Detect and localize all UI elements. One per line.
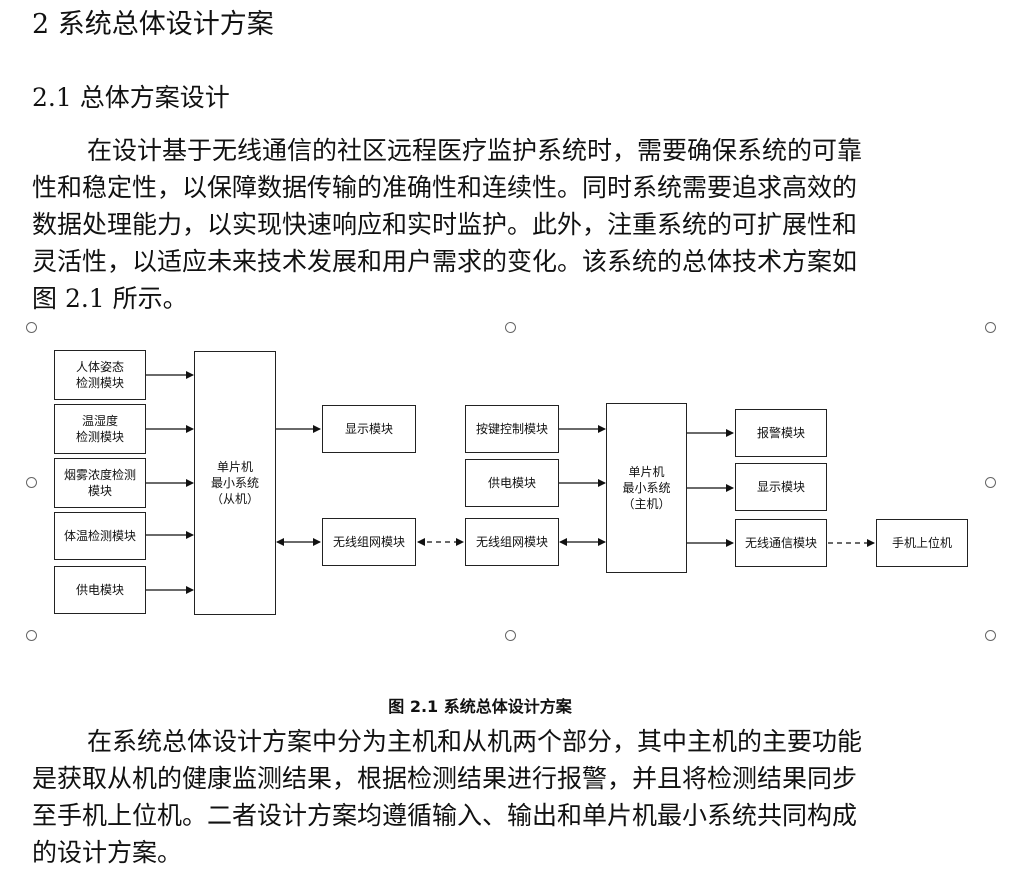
module-label: 供电模块 <box>75 583 124 597</box>
alarm-module: 报警模块 <box>735 409 827 457</box>
paragraph-line: 在系统总体设计方案中分为主机和从机两个部分，其中主机的主要功能 <box>87 727 863 756</box>
phone-host-module: 手机上位机 <box>876 519 968 567</box>
intro-paragraph: 在设计基于无线通信的社区远程医疗监护系统时，需要确保系统的可靠 性和稳定性，以保… <box>32 132 932 317</box>
resize-handle[interactable] <box>505 630 516 641</box>
posture-detection-module: 人体姿态检测模块 <box>54 350 146 400</box>
slave-wireless-module: 无线组网模块 <box>322 518 416 566</box>
module-label: 检测模块 <box>75 430 124 444</box>
subsection-heading: 2.1 总体方案设计 <box>32 83 230 112</box>
paragraph-line: 灵活性，以适应未来技术发展和用户需求的变化。该系统的总体技术方案如 <box>32 247 858 276</box>
module-label: 人体姿态 <box>75 360 124 374</box>
module-label: 检测模块 <box>75 376 124 390</box>
module-label: 手机上位机 <box>891 536 952 550</box>
module-label: 报警模块 <box>756 426 805 440</box>
smoke-detection-module: 烟雾浓度检测模块 <box>54 458 146 508</box>
temp-humidity-module: 温湿度检测模块 <box>54 404 146 454</box>
module-label: 体温检测模块 <box>63 529 136 543</box>
module-label: 显示模块 <box>756 480 805 494</box>
host-power-module: 供电模块 <box>465 459 559 507</box>
diagram-connectors <box>145 371 875 594</box>
paragraph-line: 在设计基于无线通信的社区远程医疗监护系统时，需要确保系统的可靠 <box>87 136 863 165</box>
mcu-label: 单片机 <box>628 465 665 479</box>
paragraph-line: 是获取从机的健康监测结果，根据检测结果进行报警，并且将检测结果同步 <box>32 764 858 793</box>
module-label: 显示模块 <box>344 422 393 436</box>
module-label: 按键控制模块 <box>475 422 548 436</box>
paragraph-line: 图 2.1 所示。 <box>32 284 188 313</box>
section-heading: 2 系统总体设计方案 <box>32 9 274 40</box>
module-label: 温湿度 <box>81 414 118 428</box>
key-control-module: 按键控制模块 <box>465 405 559 453</box>
slave-mcu-block: 单片机 最小系统 （从机） <box>194 351 276 615</box>
host-wireless-module: 无线组网模块 <box>465 518 559 566</box>
module-label: 烟雾浓度检测 <box>63 468 136 482</box>
paragraph-line: 的设计方案。 <box>32 838 183 867</box>
slave-display-module: 显示模块 <box>322 405 416 453</box>
host-mcu-block: 单片机 最小系统 （主机） <box>606 403 687 573</box>
module-label: 供电模块 <box>487 476 536 490</box>
resize-handle[interactable] <box>985 322 996 333</box>
mcu-label: 最小系统 <box>622 481 671 495</box>
resize-handle[interactable] <box>26 630 37 641</box>
resize-handle[interactable] <box>505 322 516 333</box>
resize-handle[interactable] <box>26 322 37 333</box>
system-block-diagram[interactable]: 人体姿态检测模块 温湿度检测模块 烟雾浓度检测模块 体温检测模块 供电模块 单片… <box>0 318 1024 648</box>
paragraph-line: 至手机上位机。二者设计方案均遵循输入、输出和单片机最小系统共同构成 <box>32 801 858 830</box>
paragraph-line: 性和稳定性，以保障数据传输的准确性和连续性。同时系统需要追求高效的 <box>32 173 858 202</box>
slave-power-module: 供电模块 <box>54 566 146 614</box>
module-label: 无线组网模块 <box>475 535 548 549</box>
resize-handle[interactable] <box>985 630 996 641</box>
summary-paragraph: 在系统总体设计方案中分为主机和从机两个部分，其中主机的主要功能 是获取从机的健康… <box>32 723 932 871</box>
body-temp-module: 体温检测模块 <box>54 512 146 560</box>
module-label: 无线通信模块 <box>744 536 817 550</box>
resize-handle[interactable] <box>26 477 37 488</box>
paragraph-line: 数据处理能力，以实现快速响应和实时监护。此外，注重系统的可扩展性和 <box>32 210 858 239</box>
wireless-comm-module: 无线通信模块 <box>735 519 827 567</box>
mcu-label: 单片机 <box>216 460 253 474</box>
host-display-module: 显示模块 <box>735 463 827 511</box>
resize-handle[interactable] <box>985 477 996 488</box>
figure-caption: 图 2.1 系统总体设计方案 <box>388 697 572 716</box>
mcu-label: （主机） <box>622 497 671 511</box>
module-label: 无线组网模块 <box>332 535 405 549</box>
mcu-label: （从机） <box>210 492 259 506</box>
mcu-label: 最小系统 <box>210 476 259 490</box>
module-label: 模块 <box>87 484 112 498</box>
